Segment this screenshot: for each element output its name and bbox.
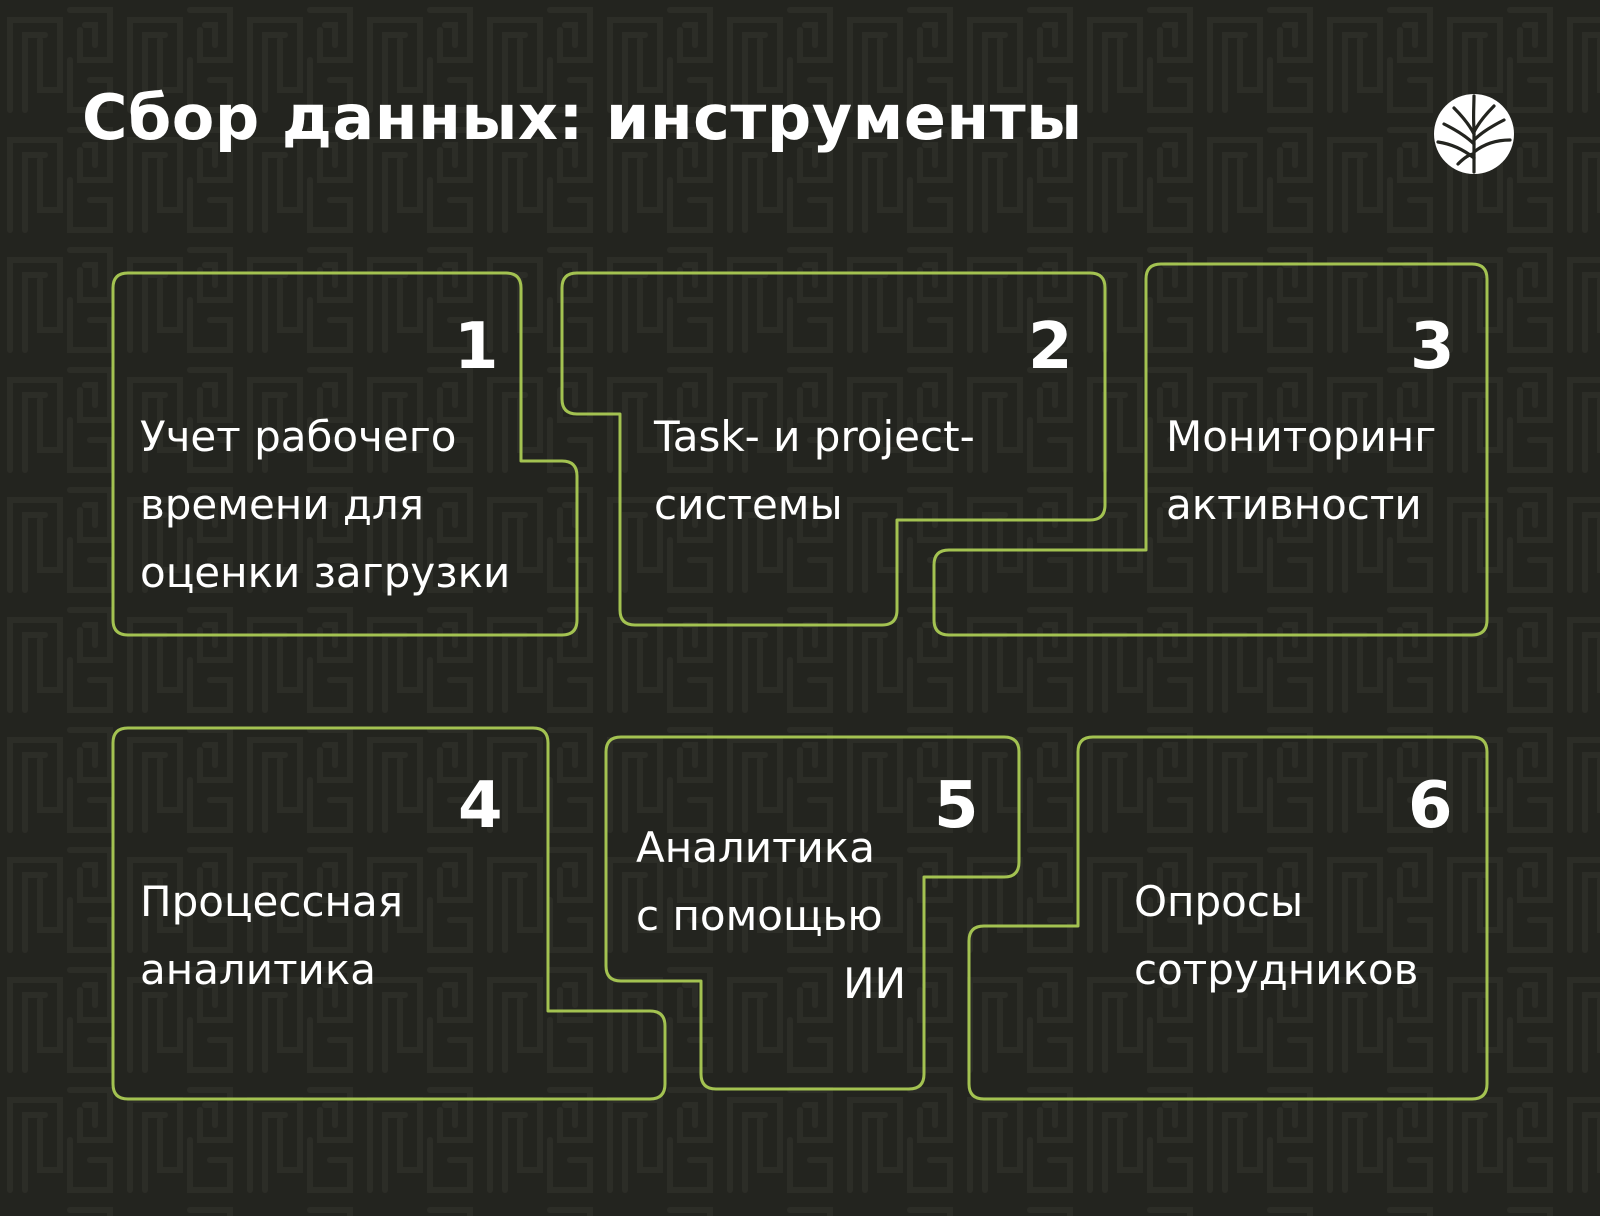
card-1-number: 1 — [454, 310, 499, 384]
card-5-line: Аналитика — [636, 823, 875, 872]
card-4-text: Процессная аналитика — [140, 868, 403, 1004]
card-5-line: ИИ — [843, 959, 906, 1008]
card-5-line: с помощью — [636, 891, 883, 940]
card-2-line: Task- и project- — [654, 412, 975, 461]
card-3-line: активности — [1166, 480, 1422, 529]
page-title: Сбор данных: инструменты — [82, 81, 1083, 154]
card-5-text: Аналитика с помощью ИИ — [636, 814, 906, 1018]
card-4-line: аналитика — [140, 945, 376, 994]
card-2-text: Task- и project- системы — [654, 403, 975, 539]
card-6-text: Опросы сотрудников — [1134, 868, 1418, 1004]
card-3-number: 3 — [1410, 310, 1455, 384]
card-5-number: 5 — [934, 769, 979, 843]
card-4-line: Процессная — [140, 877, 404, 926]
tree-logo-icon — [1434, 94, 1514, 174]
card-3-line: Мониторинг — [1166, 412, 1437, 461]
card-3-text: Мониторинг активности — [1166, 403, 1436, 539]
card-2-line: системы — [654, 480, 843, 529]
card-1-text: Учет рабочего времени для оценки загрузк… — [140, 403, 510, 607]
card-1-line: времени для — [140, 480, 425, 529]
card-6-number: 6 — [1408, 769, 1453, 843]
card-2-number: 2 — [1028, 310, 1073, 384]
card-4-number: 4 — [458, 769, 503, 843]
card-6-line: Опросы — [1134, 877, 1304, 926]
card-1-line: оценки загрузки — [140, 548, 511, 597]
card-6-line: сотрудников — [1134, 945, 1419, 994]
card-1-line: Учет рабочего — [140, 412, 457, 461]
